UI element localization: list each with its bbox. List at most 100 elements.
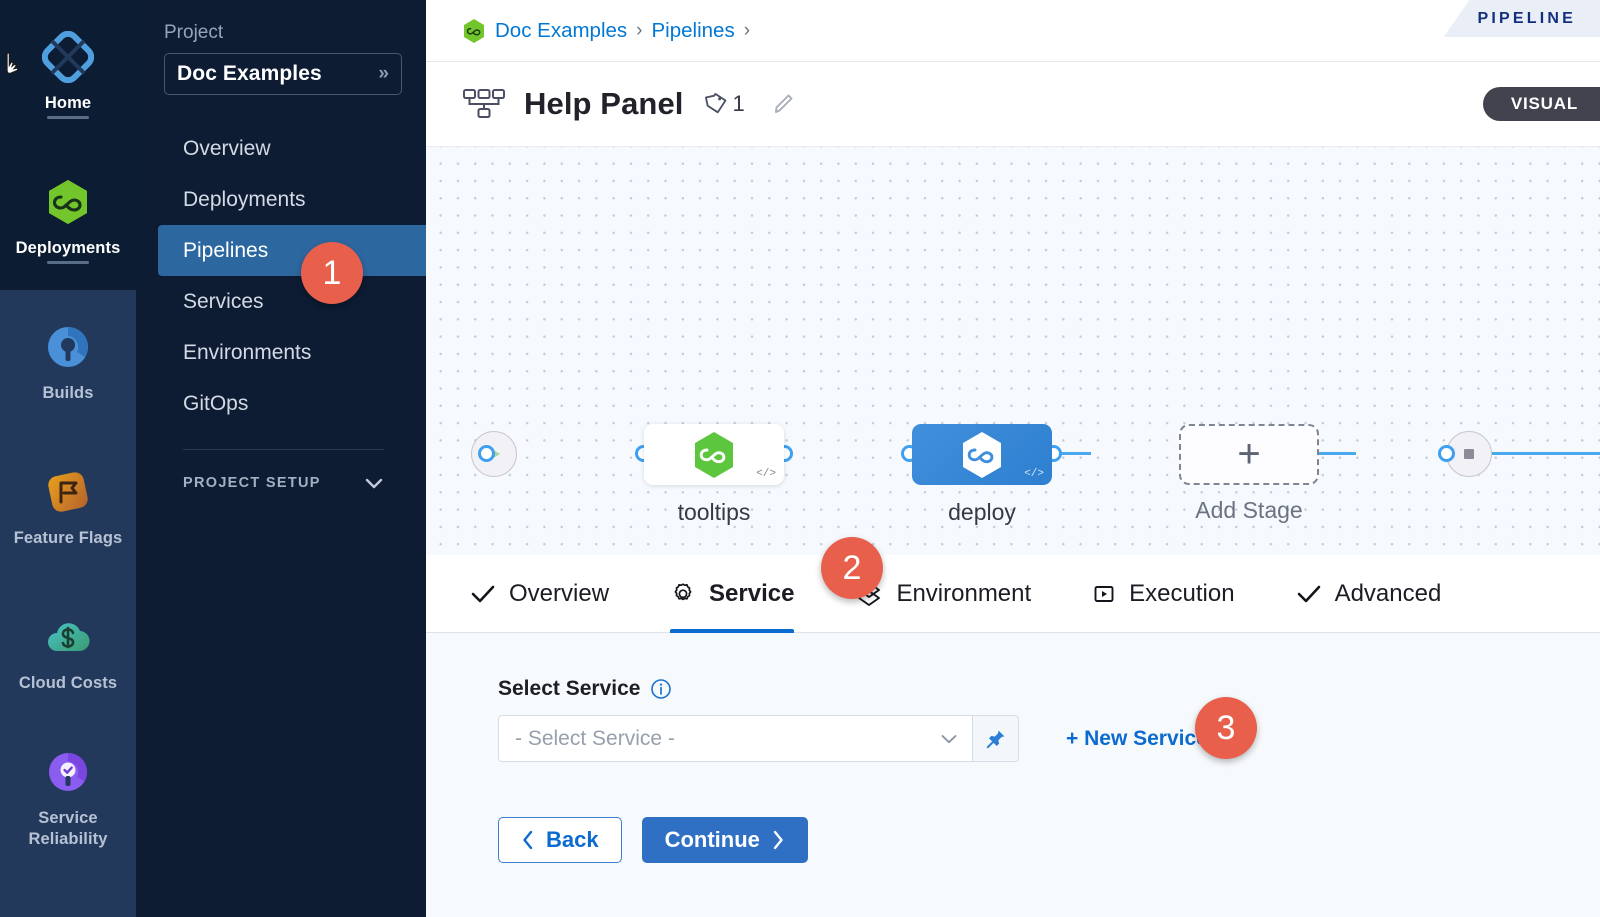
stage-code-badge: </> xyxy=(1024,468,1044,480)
tag-count: 1 xyxy=(732,91,745,116)
select-service-label-row: Select Service xyxy=(498,677,1600,701)
callout-number: 1 xyxy=(322,253,342,292)
project-nav: Overview Deployments Pipelines Services … xyxy=(136,123,426,429)
sidebar-item-label: Environments xyxy=(183,340,312,364)
tab-label: Service xyxy=(709,579,795,607)
sidebar-item-label: GitOps xyxy=(183,391,249,415)
rail-item-feature-flags[interactable]: Feature Flags xyxy=(0,435,136,580)
rail-item-label: Deployments xyxy=(15,239,121,258)
stage-node-deploy[interactable]: </> xyxy=(912,424,1052,485)
rail-item-label: Builds xyxy=(42,384,94,403)
service-select-row: - Select Service - + New Service xyxy=(498,715,1600,762)
pencil-icon[interactable] xyxy=(770,91,796,117)
breadcrumb-separator: › xyxy=(743,19,751,41)
pipeline-header: Help Panel 1 VISUAL xyxy=(426,62,1600,146)
main-area: Doc Examples › Pipelines › PIPELINE Help… xyxy=(426,0,1600,917)
tab-advanced[interactable]: Advanced xyxy=(1296,555,1442,633)
harness-hexagon-green-icon xyxy=(695,431,733,478)
stage-node-tooltips[interactable]: </> xyxy=(644,424,784,485)
chevron-right-icon xyxy=(773,830,783,850)
stage-code-badge: </> xyxy=(756,468,776,480)
field-label: Select Service xyxy=(498,677,641,700)
chevron-down-icon xyxy=(941,734,957,743)
mode-toggle-visual[interactable]: VISUAL xyxy=(1482,87,1600,121)
breadcrumb-link-pipelines[interactable]: Pipelines xyxy=(651,18,735,42)
sidebar-item-deployments[interactable]: Deployments xyxy=(136,174,426,225)
service-form: Select Service - Select Service - xyxy=(426,633,1600,917)
rail-item-label: Service Reliability xyxy=(28,809,108,848)
project-setup-toggle[interactable]: PROJECT SETUP xyxy=(136,475,426,491)
rail-item-service-reliability[interactable]: Service Reliability xyxy=(0,725,136,870)
harness-hexagon-icon xyxy=(464,18,484,43)
plus-icon: + xyxy=(1237,432,1261,476)
breadcrumb-link-project[interactable]: Doc Examples xyxy=(495,18,628,42)
stage-tabs: Overview Service Environment xyxy=(426,555,1600,633)
breadcrumb-separator: › xyxy=(636,19,643,41)
tab-label: Execution xyxy=(1129,579,1235,607)
rail-item-label: Cloud Costs xyxy=(18,674,118,693)
sidebar-item-label: Services xyxy=(183,289,264,313)
project-selector[interactable]: Doc Examples » xyxy=(164,53,402,95)
rail-item-label: Feature Flags xyxy=(13,529,123,548)
service-reliability-icon xyxy=(49,753,88,792)
rail-item-home[interactable]: Home xyxy=(0,0,136,145)
connector-line xyxy=(1486,452,1600,455)
home-diamond-icon xyxy=(42,31,94,84)
check-icon xyxy=(1297,585,1320,602)
back-label: Back xyxy=(546,827,599,852)
service-select-value: - Select Service - xyxy=(515,726,675,750)
sidebar-item-services[interactable]: Services xyxy=(136,276,426,327)
continue-button[interactable]: Continue xyxy=(641,817,808,863)
gear-icon xyxy=(674,582,692,600)
tab-overview[interactable]: Overview xyxy=(470,555,609,633)
deployments-hexagon-icon xyxy=(49,180,87,225)
chevron-down-icon xyxy=(365,478,383,488)
sidebar-divider xyxy=(183,449,384,450)
sidebar-item-label: Overview xyxy=(183,136,271,160)
pipeline-studio-tab[interactable]: PIPELINE xyxy=(1443,0,1600,37)
feature-flags-icon xyxy=(48,472,88,513)
callout-number: 3 xyxy=(1216,708,1236,747)
sidebar-item-overview[interactable]: Overview xyxy=(136,123,426,174)
check-icon xyxy=(471,585,495,602)
mode-toggle-label: VISUAL xyxy=(1510,94,1578,113)
expand-icon: » xyxy=(378,63,388,84)
callout-badge-2: 2 xyxy=(821,537,883,599)
sidebar-item-environments[interactable]: Environments xyxy=(136,327,426,378)
tab-label: Environment xyxy=(896,579,1032,607)
tag-indicator[interactable]: 1 xyxy=(703,91,745,117)
sidebar-item-gitops[interactable]: GitOps xyxy=(136,378,426,429)
back-button[interactable]: Back xyxy=(498,817,622,863)
tab-label: Advanced xyxy=(1334,579,1442,607)
pipeline-canvas[interactable]: </> tooltips </> deploy + Add Stage xyxy=(426,146,1600,555)
pin-icon xyxy=(986,730,1004,748)
new-service-link[interactable]: + New Service xyxy=(1066,726,1208,750)
rail-item-builds[interactable]: Builds xyxy=(0,290,136,435)
page-title: Help Panel xyxy=(524,86,684,121)
pipeline-end-node[interactable] xyxy=(1446,431,1492,477)
chevron-left-icon xyxy=(523,830,533,850)
continue-label: Continue xyxy=(664,827,760,852)
form-actions: Back Continue xyxy=(498,817,1600,863)
pipeline-nodes-icon xyxy=(463,89,505,118)
add-stage-button[interactable]: + xyxy=(1179,424,1319,485)
callout-badge-3: 3 xyxy=(1195,697,1257,759)
pin-service-button[interactable] xyxy=(973,715,1019,762)
play-box-icon xyxy=(1094,585,1114,602)
project-sidebar: Project Doc Examples » Overview Deployme… xyxy=(136,0,426,917)
add-stage-label: Add Stage xyxy=(1195,497,1303,523)
builds-icon xyxy=(48,327,88,368)
sidebar-item-pipelines[interactable]: Pipelines xyxy=(158,225,426,276)
info-icon[interactable] xyxy=(650,678,672,700)
callout-number: 2 xyxy=(842,548,862,587)
tab-environment[interactable]: Environment xyxy=(855,555,1031,633)
stage-label-tooltips: tooltips xyxy=(677,499,751,525)
rail-item-cloud-costs[interactable]: Cloud Costs xyxy=(0,580,136,725)
connector-dot[interactable] xyxy=(478,445,495,462)
service-select[interactable]: - Select Service - xyxy=(498,715,973,762)
tab-execution[interactable]: Execution xyxy=(1092,555,1235,633)
cloud-costs-icon xyxy=(48,623,90,652)
tab-service[interactable]: Service xyxy=(670,555,795,633)
rail-item-deployments[interactable]: Deployments xyxy=(0,145,136,290)
connector-dot[interactable] xyxy=(1438,445,1455,462)
